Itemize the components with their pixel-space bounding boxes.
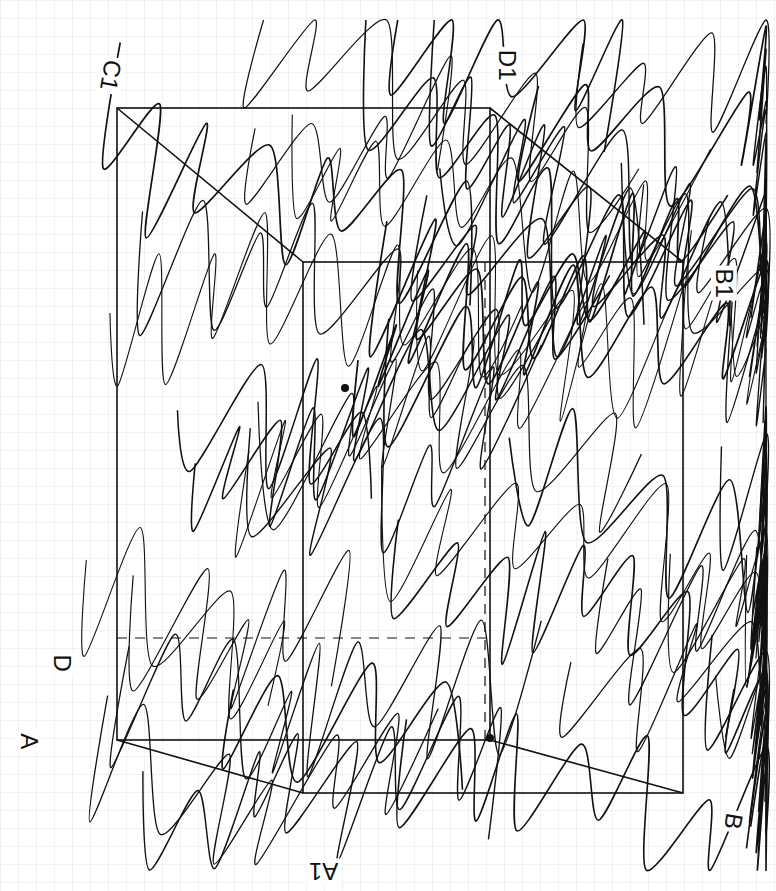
scribble-stroke bbox=[725, 672, 768, 871]
scribble-stroke bbox=[82, 527, 285, 719]
scribble-stroke bbox=[89, 696, 438, 865]
scribble-stroke bbox=[397, 714, 769, 871]
scribble-stroke bbox=[560, 605, 767, 754]
vertex-label: A bbox=[16, 730, 42, 752]
scribble-stroke bbox=[391, 520, 739, 738]
scribble-stroke bbox=[637, 184, 768, 373]
vertex-label: B bbox=[718, 808, 748, 834]
scribble-stroke bbox=[363, 20, 766, 317]
scribble-stroke bbox=[247, 345, 542, 555]
scribble-stroke bbox=[576, 20, 769, 132]
scribble-overlay bbox=[82, 19, 770, 870]
vertex-label: D bbox=[48, 652, 74, 675]
scribble-stroke bbox=[429, 20, 644, 325]
vertex-label: A1 bbox=[306, 858, 341, 884]
scribble-stroke bbox=[668, 531, 768, 687]
scribble-stroke bbox=[621, 66, 766, 294]
point-dot bbox=[486, 734, 494, 742]
vertex-label: D1 bbox=[493, 47, 519, 84]
scribble-stroke bbox=[235, 289, 682, 557]
point-dot bbox=[341, 384, 349, 392]
hidden-edges bbox=[117, 262, 490, 740]
scribble-stroke bbox=[258, 336, 641, 532]
scribble-stroke bbox=[103, 42, 472, 305]
vertex-label: B1 bbox=[710, 266, 736, 301]
scribble-stroke bbox=[245, 56, 452, 205]
scribble-stroke bbox=[243, 19, 639, 232]
scribble-stroke bbox=[417, 236, 767, 421]
scribble-stroke bbox=[369, 219, 768, 384]
scribble-stroke bbox=[129, 550, 350, 708]
scribble-stroke bbox=[389, 20, 623, 152]
scribble-stroke bbox=[684, 230, 767, 382]
scribble-stroke bbox=[143, 696, 501, 870]
scribble-stroke bbox=[384, 231, 646, 447]
vertex-label: C1 bbox=[94, 55, 126, 96]
scribble-stroke bbox=[110, 620, 541, 779]
